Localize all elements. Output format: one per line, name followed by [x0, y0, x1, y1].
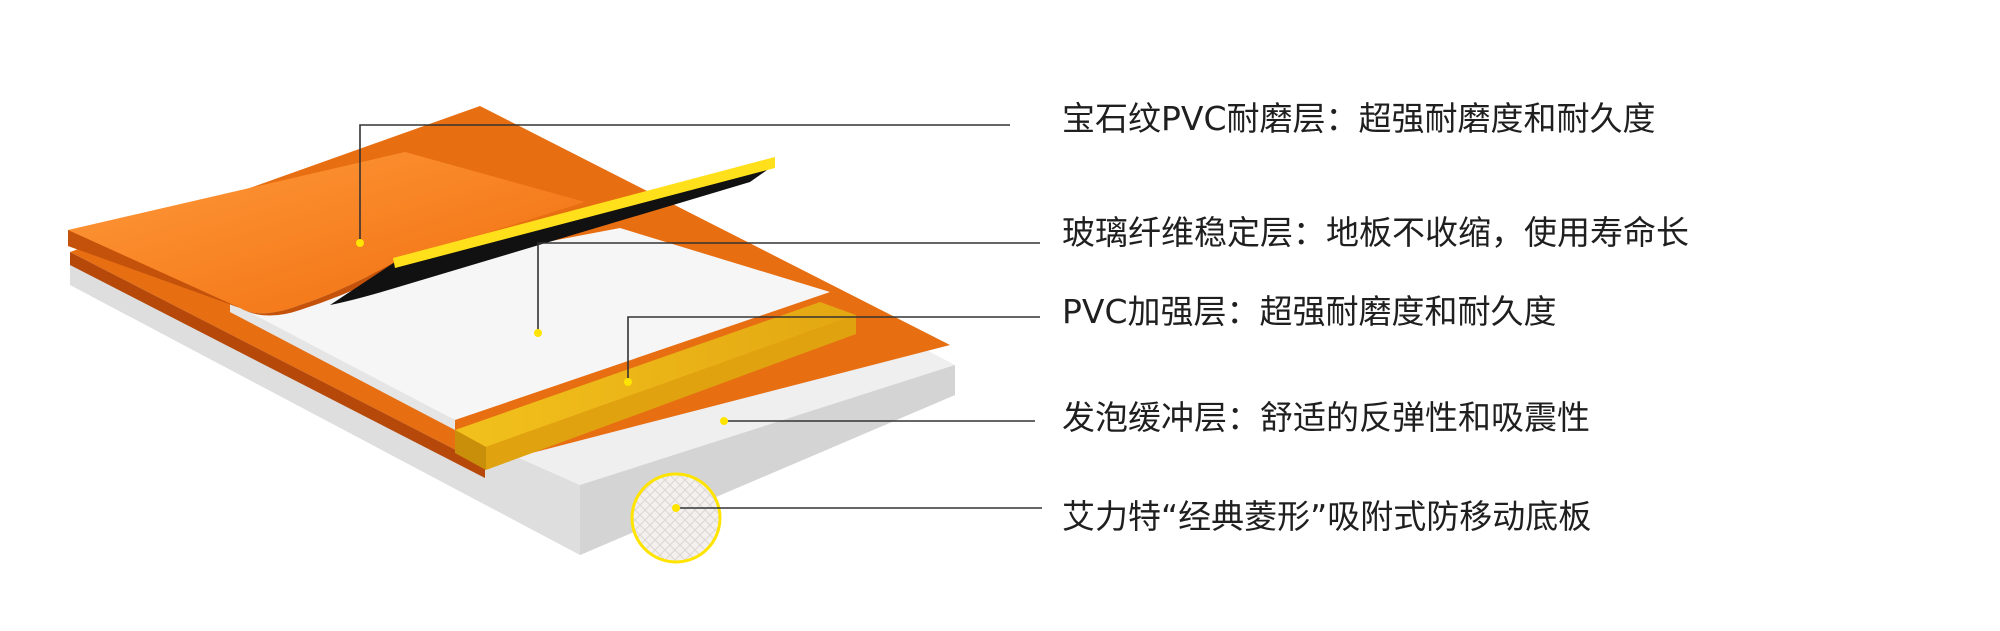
label-gemstone-pvc-wear-layer: 宝石纹PVC耐磨层：超强耐磨度和耐久度: [1062, 99, 1656, 138]
leader-line-wear-layer: [359, 124, 1010, 243]
gemstone-pvc-wear-layer: [68, 152, 775, 316]
marker-dots: [356, 239, 728, 512]
label-foam-cushion-layer: 发泡缓冲层：舒适的反弹性和吸震性: [1062, 398, 1590, 437]
leader-line-reinforcement: [627, 316, 1040, 382]
marker-dot-wear-layer: [356, 239, 364, 247]
leader-lines: [359, 124, 1042, 509]
marker-dot-glass-fiber: [534, 329, 542, 337]
marker-dot-foam: [720, 417, 728, 425]
marker-dot-reinforcement: [624, 378, 632, 386]
pvc-reinforcement-layer: [455, 302, 856, 470]
label-anti-slip-bottom-plate: 艾力特“经典菱形”吸附式防移动底板: [1062, 497, 1592, 536]
label-glass-fiber-layer: 玻璃纤维稳定层：地板不收缩，使用寿命长: [1062, 213, 1689, 252]
diamond-bottom-magnifier: [630, 472, 722, 564]
label-pvc-reinforcement-layer: PVC加强层：超强耐磨度和耐久度: [1062, 292, 1557, 331]
marker-dot-bottom-plate: [672, 504, 680, 512]
leader-line-glass-fiber: [537, 242, 1040, 333]
